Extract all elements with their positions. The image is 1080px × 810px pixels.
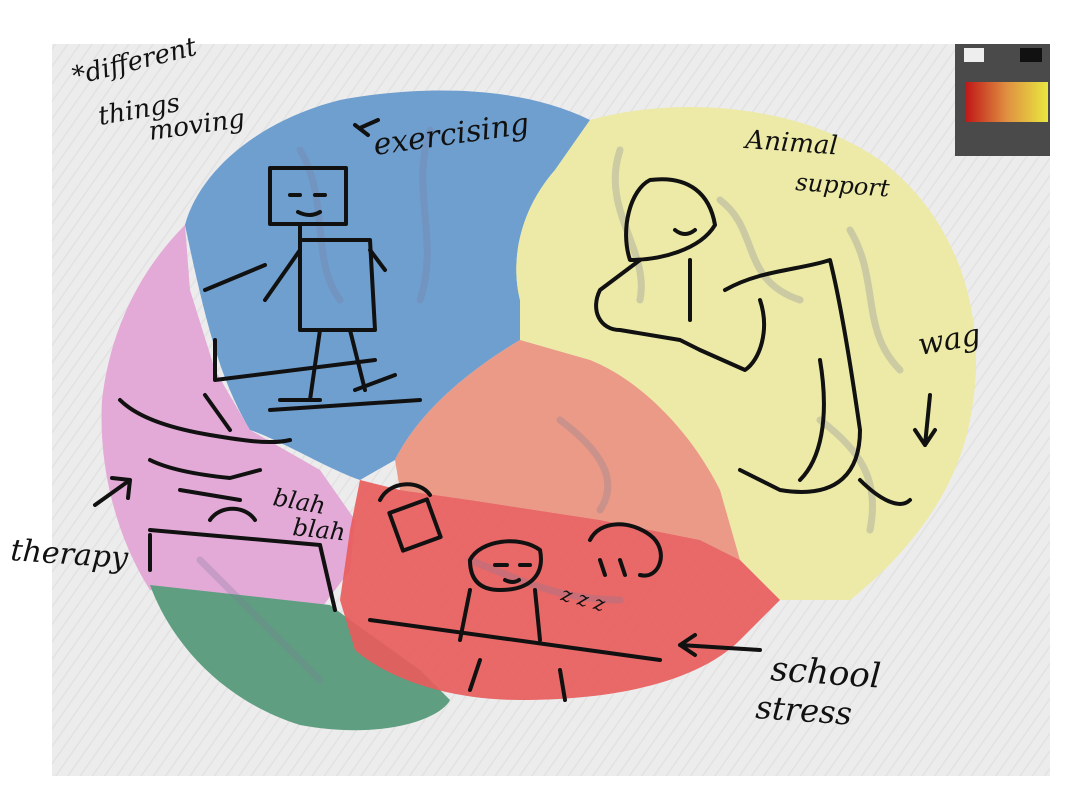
school-stress-sketch xyxy=(368,482,663,702)
palette-widget-icon[interactable] xyxy=(955,44,1050,156)
label-therapy: therapy xyxy=(9,533,130,576)
arrow-exercise-icon xyxy=(353,118,380,137)
exercising-figure-sketch xyxy=(203,166,422,412)
label-animal: Animal xyxy=(743,125,839,162)
sketches xyxy=(93,118,937,702)
label-school: school xyxy=(769,649,882,697)
label-stress: stress xyxy=(754,688,853,733)
region-pink xyxy=(101,225,355,610)
region-green xyxy=(150,585,450,731)
region-red xyxy=(340,480,780,700)
region-blue xyxy=(185,90,590,480)
label-blah-2: blah xyxy=(291,513,346,546)
label-support: support xyxy=(795,168,891,203)
arrow-therapy-icon xyxy=(93,476,132,507)
region-yellow xyxy=(516,107,976,600)
therapy-couch-sketch xyxy=(118,393,337,612)
region-salmon xyxy=(395,340,740,560)
arrow-wag-icon xyxy=(913,393,937,447)
arrow-school-icon xyxy=(678,633,762,657)
brain-illustration xyxy=(101,90,976,731)
animal-support-sketch xyxy=(594,177,912,506)
